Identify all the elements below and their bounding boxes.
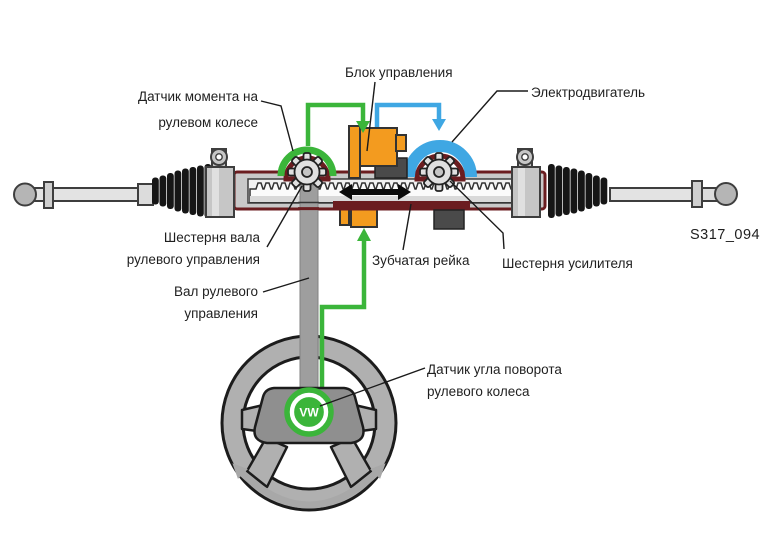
housing-mount-block [433, 209, 465, 230]
steering-angle-sensor-badge: VW [284, 387, 334, 437]
label-torque-sensor-line2: рулевом колесе [158, 115, 258, 130]
label-steering-shaft: Вал рулевого управления [174, 281, 258, 325]
left-mount-clamp [205, 148, 235, 218]
assist-pinion-gear [419, 152, 459, 192]
label-rack: Зубчатая рейка [372, 253, 470, 268]
pointer-torque-sensor [260, 100, 294, 152]
pointer-assist-pinion [449, 180, 505, 250]
label-steering-shaft-line1: Вал рулевого [174, 284, 258, 299]
left-tie-rod [13, 181, 154, 209]
right-bellows [548, 164, 608, 218]
label-steering-pinion-line2: рулевого управления [126, 252, 260, 267]
right-clamp-eyelet [521, 153, 529, 161]
signal-line-motor [374, 102, 446, 131]
rack-travel-arrow [339, 184, 411, 200]
label-angle-sensor-line2: рулевого колеса [427, 384, 530, 399]
pointer-steering-shaft [262, 277, 310, 293]
left-bellows [152, 164, 212, 218]
steering-pinion-gear [287, 152, 327, 192]
label-angle-sensor-line1: Датчик угла поворота [427, 362, 562, 377]
right-mount-clamp [511, 148, 541, 218]
label-angle-sensor: Датчик угла поворота рулевого колеса [427, 359, 562, 403]
label-electric-motor: Электродвигатель [531, 85, 646, 100]
pointer-angle-sensor [319, 367, 426, 407]
torque-sensor-arc [277, 146, 337, 177]
rotation-arrow [232, 463, 386, 509]
label-assist-pinion: Шестерня усилителя [502, 256, 633, 271]
label-control-unit: Блок управления [345, 65, 453, 80]
left-ball-joint [13, 182, 37, 207]
label-torque-sensor: Датчик момента на рулевом колесе [138, 84, 258, 136]
pointer-rack [402, 203, 412, 251]
label-torque-sensor-line1: Датчик момента на [137, 89, 258, 104]
label-steering-shaft-line2: управления [184, 306, 258, 321]
steering-shaft [299, 184, 319, 401]
figure-code: S317_094 [690, 227, 761, 243]
electric-motor-arc [403, 140, 477, 178]
vw-logo-icon: VW [299, 406, 319, 420]
signal-line-torque-sensor [305, 102, 370, 146]
rack-shading [250, 196, 512, 202]
right-ball-joint [714, 182, 738, 206]
pointer-steering-pinion [266, 185, 303, 248]
right-tie-rod [609, 180, 738, 208]
control-unit-block [348, 125, 408, 179]
pointer-control-unit [366, 81, 376, 152]
pointer-electric-motor [451, 90, 528, 143]
housing-bottom-plate [333, 201, 470, 210]
signal-line-angle-sensor [319, 228, 371, 398]
label-steering-pinion-line1: Шестерня вала [163, 230, 260, 245]
left-clamp-eyelet [215, 153, 223, 161]
pointer-lines [260, 81, 528, 407]
label-steering-pinion: Шестерня вала рулевого управления [127, 227, 260, 271]
